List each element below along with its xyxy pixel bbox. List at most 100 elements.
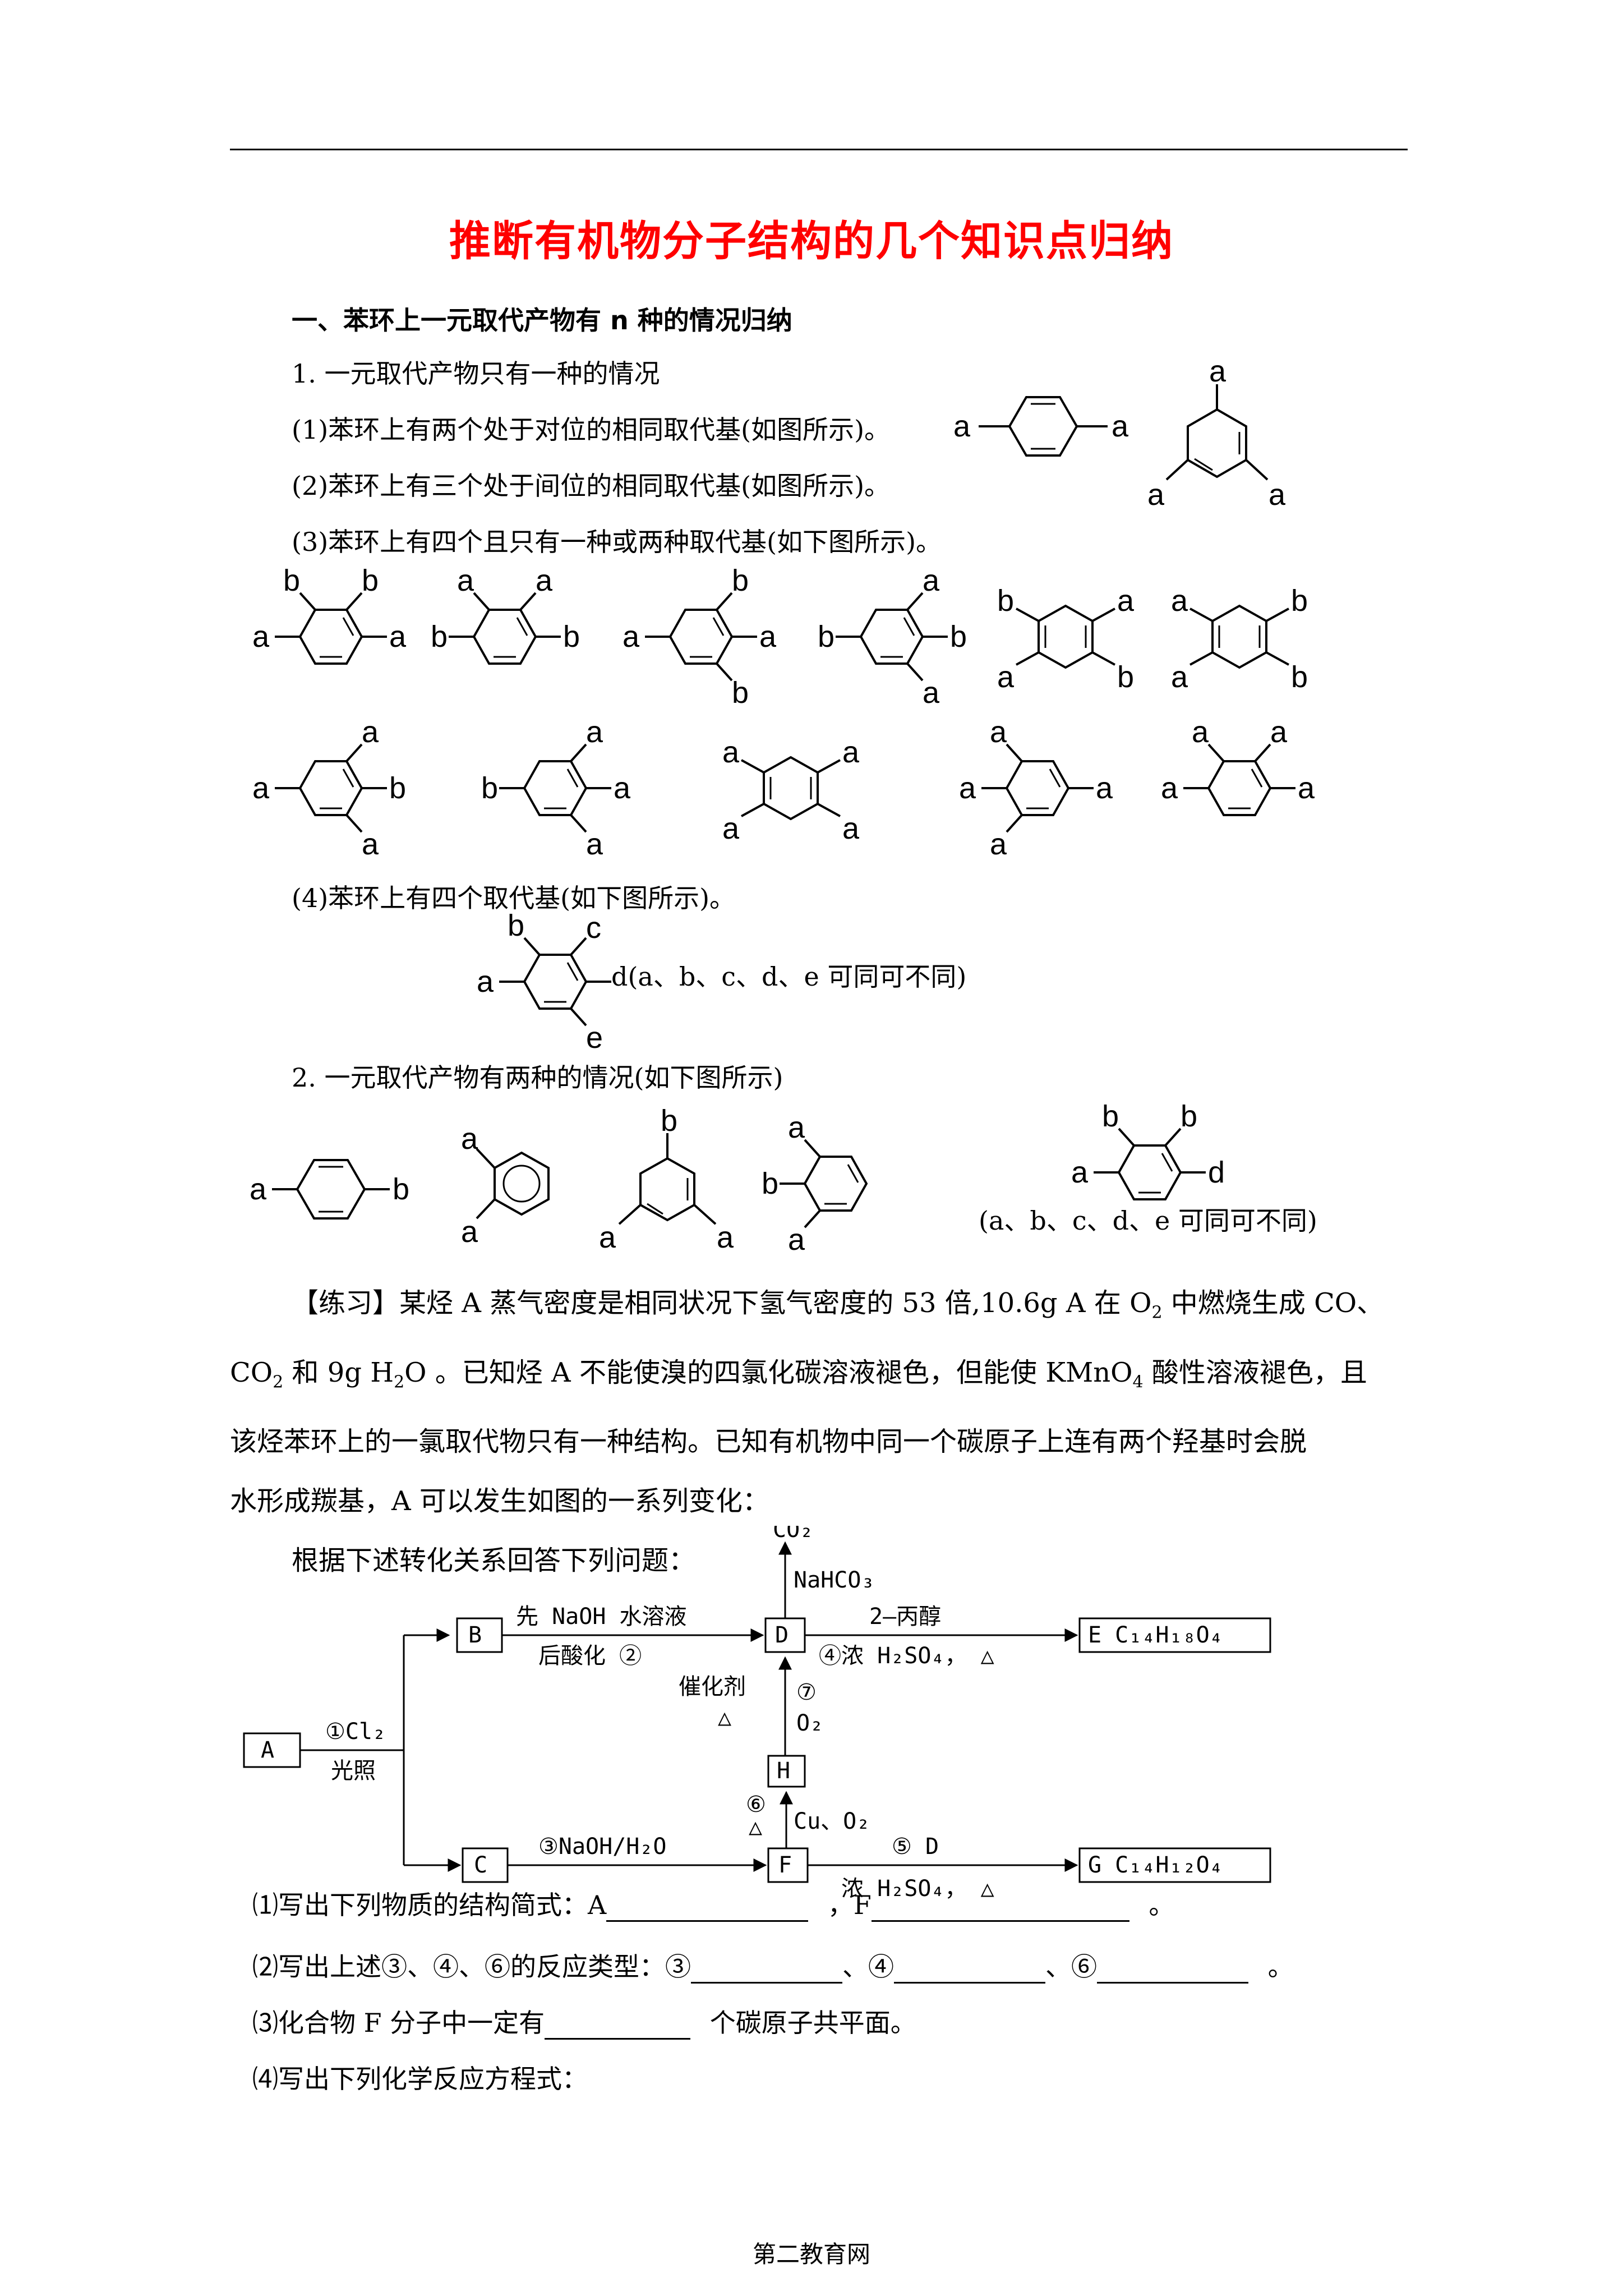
item-4-text: (4)苯环上有四个取代基(如下图所示)。	[292, 883, 736, 913]
svg-text:后酸化 ②: 后酸化 ②	[538, 1643, 642, 1669]
molecule-row1-1: a a b b	[252, 564, 407, 665]
svg-text:a: a	[959, 771, 976, 805]
practice-label: 【练习】	[292, 1287, 400, 1319]
section-heading: 一、苯环上一元取代产物有 n 种的情况归纳	[292, 305, 792, 335]
molecules-row-2: a b a a b a a a a a a a a	[252, 715, 1315, 861]
svg-text:CO₂: CO₂	[773, 1526, 813, 1543]
svg-text:2—丙醇: 2—丙醇	[869, 1604, 941, 1630]
sub-a: a	[1209, 355, 1227, 388]
item-1-text: (1)苯环上有两个处于对位的相同取代基(如图所示)。	[292, 415, 891, 445]
svg-text:浓 H₂SO₄， △: 浓 H₂SO₄， △	[841, 1876, 994, 1902]
svg-text:a: a	[923, 564, 940, 597]
svg-text:b: b	[1102, 1099, 1119, 1133]
molecule-meta-diagram: a a a	[1147, 355, 1286, 512]
answer-6-blank[interactable]	[1097, 1957, 1248, 1984]
svg-text:催化剂: 催化剂	[679, 1674, 746, 1700]
svg-text:④浓 H₂SO₄， △: ④浓 H₂SO₄， △	[819, 1643, 994, 1669]
svg-text:a: a	[1117, 584, 1135, 618]
svg-text:a: a	[586, 715, 603, 749]
molecule-abbd: a d b b	[1071, 1099, 1225, 1200]
svg-text:E C₁₄H₁₈O₄: E C₁₄H₁₈O₄	[1088, 1622, 1223, 1648]
svg-text:a: a	[477, 965, 494, 999]
svg-text:a: a	[1270, 715, 1288, 749]
sub-a: a	[1112, 409, 1129, 443]
molecule-ortho-aa: a a	[461, 1122, 550, 1249]
sub-a: a	[953, 409, 971, 443]
header-rule	[230, 149, 1408, 150]
svg-text:b: b	[389, 771, 406, 805]
molecule-meta-aab: b a a	[599, 1104, 734, 1254]
svg-text:△: △	[749, 1814, 762, 1840]
svg-text:a: a	[1171, 584, 1188, 618]
answer-3-blank[interactable]	[691, 1957, 842, 1984]
molecule-row1-6: b b a a	[1171, 584, 1308, 694]
svg-text:F: F	[778, 1852, 792, 1878]
answer-a-blank[interactable]	[606, 1895, 809, 1922]
svg-text:a: a	[923, 676, 940, 710]
svg-text:b: b	[950, 620, 967, 654]
svg-text:⑤ D: ⑤ D	[892, 1834, 939, 1860]
practice-paragraph: 【练习】某烃 A 蒸气密度是相同状况下氢气密度的 53 倍,10.6g A 在 …	[230, 1287, 1384, 1577]
molecule-row2-3: a a a a	[722, 735, 860, 845]
svg-text:Cu、O₂: Cu、O₂	[794, 1809, 870, 1834]
svg-text:a: a	[614, 771, 631, 805]
molecule-para-diagram: a a	[953, 396, 1129, 457]
svg-text:①Cl₂: ①Cl₂	[325, 1719, 386, 1745]
molecule-ab-para: a b	[250, 1159, 409, 1220]
answer-f-blank[interactable]	[871, 1895, 1129, 1922]
svg-text:B: B	[468, 1622, 482, 1648]
svg-text:a: a	[717, 1221, 734, 1254]
sub-a: a	[1269, 478, 1286, 512]
svg-text:H: H	[777, 1758, 790, 1784]
svg-text:先 NaOH 水溶液: 先 NaOH 水溶液	[516, 1604, 687, 1630]
question-2: ⑵写出上述③、④、⑥的反应类型：③、④、⑥ 。	[252, 1947, 1294, 1984]
svg-text:b: b	[818, 620, 834, 654]
svg-text:b: b	[481, 771, 498, 805]
svg-text:a: a	[599, 1221, 616, 1254]
question-4: ⑷写出下列化学反应方程式：	[252, 2064, 588, 2094]
svg-text:a: a	[252, 771, 270, 805]
svg-text:e: e	[586, 1021, 603, 1055]
subheading-1: 1. 一元取代产物只有一种的情况	[292, 358, 660, 389]
svg-text:b: b	[1291, 660, 1308, 694]
svg-text:b: b	[1291, 584, 1308, 618]
svg-text:a: a	[990, 715, 1007, 749]
svg-text:a: a	[536, 564, 553, 597]
answer-4-blank[interactable]	[894, 1957, 1045, 1984]
molecule-aba: a b a	[762, 1111, 868, 1257]
svg-text:⑥: ⑥	[746, 1792, 766, 1818]
svg-text:O₂: O₂	[796, 1710, 823, 1736]
svg-text:b: b	[661, 1104, 677, 1138]
molecule-abcde-diagram: a b c e	[477, 909, 611, 1055]
box-h	[767, 1755, 806, 1788]
svg-text:a: a	[990, 827, 1007, 861]
svg-text:a: a	[362, 827, 379, 861]
svg-text:a: a	[1171, 660, 1188, 694]
svg-text:A: A	[261, 1737, 274, 1763]
molecule-row2-2: b a a a	[481, 715, 631, 861]
svg-text:③NaOH/H₂O: ③NaOH/H₂O	[538, 1834, 667, 1860]
box-e	[1078, 1617, 1271, 1653]
svg-text:a: a	[1071, 1156, 1089, 1189]
box-g	[1078, 1847, 1271, 1883]
item-2-text: (2)苯环上有三个处于间位的相同取代基(如图所示)。	[292, 471, 891, 501]
svg-text:G C₁₄H₁₂O₄: G C₁₄H₁₂O₄	[1088, 1852, 1223, 1878]
svg-text:a: a	[997, 660, 1015, 694]
svg-text:b: b	[393, 1172, 409, 1206]
svg-text:光照: 光照	[331, 1758, 376, 1784]
svg-text:NaHCO₃: NaHCO₃	[794, 1567, 875, 1593]
molecule-row1-3: a a b b	[623, 564, 777, 710]
svg-text:b: b	[1181, 1099, 1197, 1133]
svg-text:a: a	[461, 1122, 478, 1156]
molecule-row2-5: a a a a	[1161, 715, 1315, 816]
svg-text:b: b	[762, 1167, 778, 1200]
svg-text:b: b	[1117, 660, 1134, 694]
answer-carbon-count-blank[interactable]	[545, 2013, 691, 2040]
molecule-row2-4: a a a a	[959, 715, 1113, 861]
svg-text:a: a	[389, 620, 407, 654]
svg-text:b: b	[362, 564, 379, 597]
svg-text:a: a	[1161, 771, 1178, 805]
svg-text:△: △	[718, 1705, 731, 1731]
svg-text:b: b	[732, 676, 749, 710]
svg-text:⑦: ⑦	[796, 1680, 817, 1705]
